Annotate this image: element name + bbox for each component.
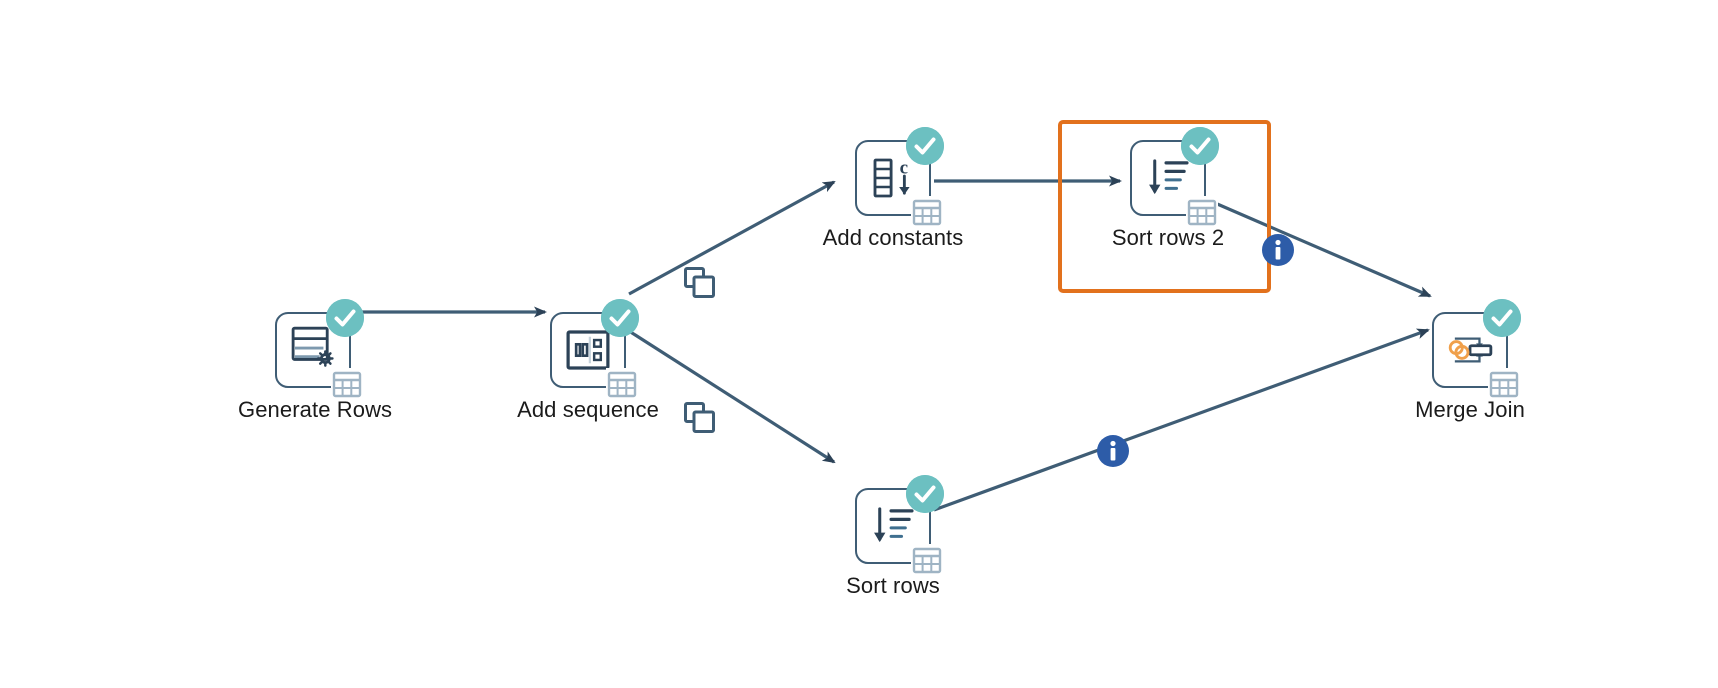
node-label-add-constants: Add constants (822, 225, 964, 250)
node-label-add-sequence: Add sequence (517, 397, 659, 422)
node-body-add-constants[interactable]: c (855, 127, 944, 228)
node-sort-rows[interactable]: Sort rows (818, 475, 968, 599)
node-body-generate-rows[interactable] (275, 299, 364, 400)
info-badge-icon[interactable] (1261, 233, 1295, 267)
node-add-sequence[interactable]: Add sequence (513, 299, 663, 423)
node-merge-join[interactable]: Merge Join (1395, 299, 1545, 423)
hop-sequence-to-sortrows (628, 329, 836, 464)
status-badge-ok (1181, 127, 1219, 165)
node-sort-rows-2[interactable]: Sort rows 2 (1093, 127, 1243, 251)
status-badge-ok (326, 299, 364, 337)
node-body-sort-rows[interactable] (855, 475, 944, 576)
svg-text:c: c (900, 157, 908, 178)
add-sequence-icon (566, 330, 610, 370)
node-body-merge-join[interactable] (1432, 299, 1521, 400)
hop-sortrows-to-merge (933, 328, 1430, 512)
hop-sequence-to-constants (628, 180, 836, 296)
grid-preview-icon[interactable] (911, 196, 943, 228)
copy-distribute-icon[interactable] (683, 401, 717, 435)
grid-preview-icon[interactable] (1186, 196, 1218, 228)
node-label-sort-rows-2: Sort rows 2 (1111, 225, 1225, 250)
copy-distribute-icon[interactable] (683, 266, 717, 300)
hop-sortrows2-to-merge (1207, 198, 1432, 298)
status-badge-ok (906, 475, 944, 513)
info-badge-icon[interactable] (1096, 434, 1130, 468)
grid-preview-icon[interactable] (331, 368, 363, 400)
node-label-generate-rows: Generate Rows (238, 397, 393, 422)
status-badge-ok (906, 127, 944, 165)
grid-preview-icon[interactable] (911, 544, 943, 576)
node-label-sort-rows: Sort rows (846, 573, 940, 598)
grid-preview-icon[interactable] (1488, 368, 1520, 400)
node-generate-rows[interactable]: Generate Rows (238, 299, 393, 423)
node-body-sort-rows-2[interactable] (1130, 127, 1219, 228)
grid-preview-icon[interactable] (606, 368, 638, 400)
node-body-add-sequence[interactable] (550, 299, 639, 400)
merge-join-icon (1448, 337, 1493, 363)
add-constants-icon: c (873, 157, 910, 198)
generate-rows-icon (291, 326, 334, 367)
sort-rows-icon (874, 507, 914, 543)
node-add-constants[interactable]: c Add (818, 127, 968, 251)
status-badge-ok (1483, 299, 1521, 337)
sort-rows-icon (1149, 159, 1189, 195)
node-label-merge-join: Merge Join (1415, 397, 1525, 422)
status-badge-ok (601, 299, 639, 337)
